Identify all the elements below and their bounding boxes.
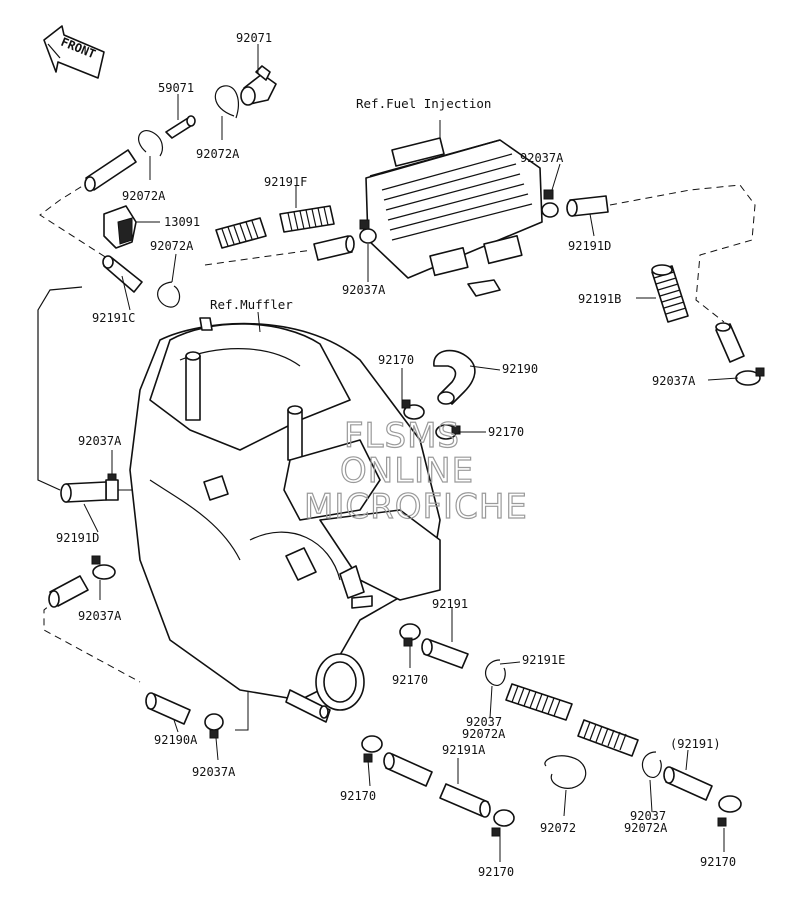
front-arrow-icon: FRONT	[43, 25, 105, 79]
part-hose-left-low	[48, 575, 89, 608]
callout-92037A-4: 92037A	[78, 434, 122, 448]
part-92170-clamp-c	[399, 623, 421, 647]
part-92072A-clip-3	[157, 281, 181, 308]
part-92191-paren-hose	[663, 766, 713, 801]
part-92072A-clip-2	[137, 130, 163, 157]
callout-92072A-4: 92072A	[462, 727, 506, 741]
part-59071-pipe	[165, 115, 196, 139]
part-92191C-hose	[102, 255, 143, 293]
callout-92191C: 92191C	[92, 311, 135, 325]
callout-92037A-5: 92037A	[78, 609, 122, 623]
callout-59071: 59071	[158, 81, 194, 95]
part-92037A-clamp-bottom-left	[204, 713, 224, 739]
part-92037A-clamp-left-mid	[105, 473, 119, 501]
callout-92037A-2: 92037A	[342, 283, 386, 297]
part-92072-band-clip	[544, 755, 587, 789]
part-92191D-hose-left	[60, 481, 107, 503]
callout-92037A-1: 92037A	[520, 151, 564, 165]
part-92190A-hose	[145, 692, 191, 725]
callout-92037-1: 92037	[466, 715, 502, 729]
part-92071-fitting	[240, 65, 277, 106]
callout-92037-2: 92037	[630, 809, 666, 823]
ecu-fuel-injection-unit	[365, 120, 543, 297]
part-92191E-corrugated-hose-b	[577, 719, 639, 757]
ref-muffler-label: Ref.Muffler	[210, 297, 293, 312]
part-92191F-corrugated-hose	[215, 205, 335, 249]
part-92170-clamp-a	[401, 399, 425, 420]
callout-92191A: 92191A	[442, 743, 486, 757]
part-92170-clamp-e	[361, 735, 383, 763]
part-92072A-clip-1	[214, 85, 239, 119]
part-92037A-clamp-left-low	[91, 555, 116, 580]
callout-92072A-1: 92072A	[196, 147, 240, 161]
leader-lines	[83, 44, 739, 862]
callout-92071: 92071	[236, 31, 272, 45]
callout-92037A-6: 92037A	[192, 765, 236, 779]
part-92191D-hose-top	[566, 195, 609, 217]
part-92037-clip-a	[484, 659, 506, 686]
callout-92191: 92191	[432, 597, 468, 611]
part-92170-clamp-b	[435, 424, 461, 440]
callout-92072A-2: 92072A	[122, 189, 166, 203]
watermark-line-3: MICROFICHE	[304, 487, 528, 527]
part-92191A-hose-b	[439, 783, 491, 818]
callout-92072: 92072	[540, 821, 576, 835]
callout-92170-5: 92170	[340, 789, 376, 803]
callout-92191B: 92191B	[578, 292, 621, 306]
part-92037A-clamp-right	[735, 367, 765, 386]
callout-92170-2: 92170	[488, 425, 524, 439]
callout-92170-4: 92170	[700, 855, 736, 869]
part-hose-top-left	[84, 149, 137, 192]
ref-fuel-injection-label: Ref.Fuel Injection	[356, 96, 491, 111]
callout-92170-3: 92170	[392, 673, 428, 687]
part-92191A-hose-a	[383, 752, 433, 787]
part-92170-clamp-d	[717, 795, 742, 827]
callout-92170-6: 92170	[478, 865, 514, 879]
callout-13091: 13091	[164, 215, 200, 229]
callout-92191-paren: (92191)	[670, 737, 721, 751]
callout-92037A-3: 92037A	[652, 374, 696, 388]
callout-92072A-3: 92072A	[150, 239, 194, 253]
callout-92191F: 92191F	[264, 175, 307, 189]
part-92191E-corrugated-hose-a	[505, 683, 573, 721]
part-92191B-corrugated-hose	[651, 264, 689, 323]
callout-92191D-1: 92191D	[568, 239, 611, 253]
callout-92170-1: 92170	[378, 353, 414, 367]
part-13091-bracket	[103, 205, 137, 249]
part-hose-right-vertical	[715, 322, 745, 363]
callout-92191E: 92191E	[522, 653, 565, 667]
callout-92190: 92190	[502, 362, 538, 376]
watermark: FLSMS ONLINE MICROFICHE	[303, 415, 528, 527]
part-short-hose-near-ecu	[313, 235, 355, 261]
part-92191-hose	[421, 638, 469, 669]
part-92190-bent-hose	[433, 349, 476, 405]
part-92037-clip-b	[641, 751, 662, 778]
routing-lines	[37, 154, 756, 731]
part-92037A-clamp-ecu-left	[359, 219, 377, 244]
part-92037A-clamp-ecu-right	[541, 189, 559, 218]
callout-92190A: 92190A	[154, 733, 198, 747]
watermark-line-2: ONLINE	[340, 451, 474, 491]
callouts: 92071 59071 92072A 92072A 13091 92072A 9…	[56, 31, 736, 879]
callout-92191D-2: 92191D	[56, 531, 99, 545]
watermark-line-1: FLSMS	[344, 416, 460, 456]
muffler-assembly	[129, 311, 441, 723]
callout-92072A-5: 92072A	[624, 821, 668, 835]
part-92170-clamp-f	[491, 809, 515, 837]
